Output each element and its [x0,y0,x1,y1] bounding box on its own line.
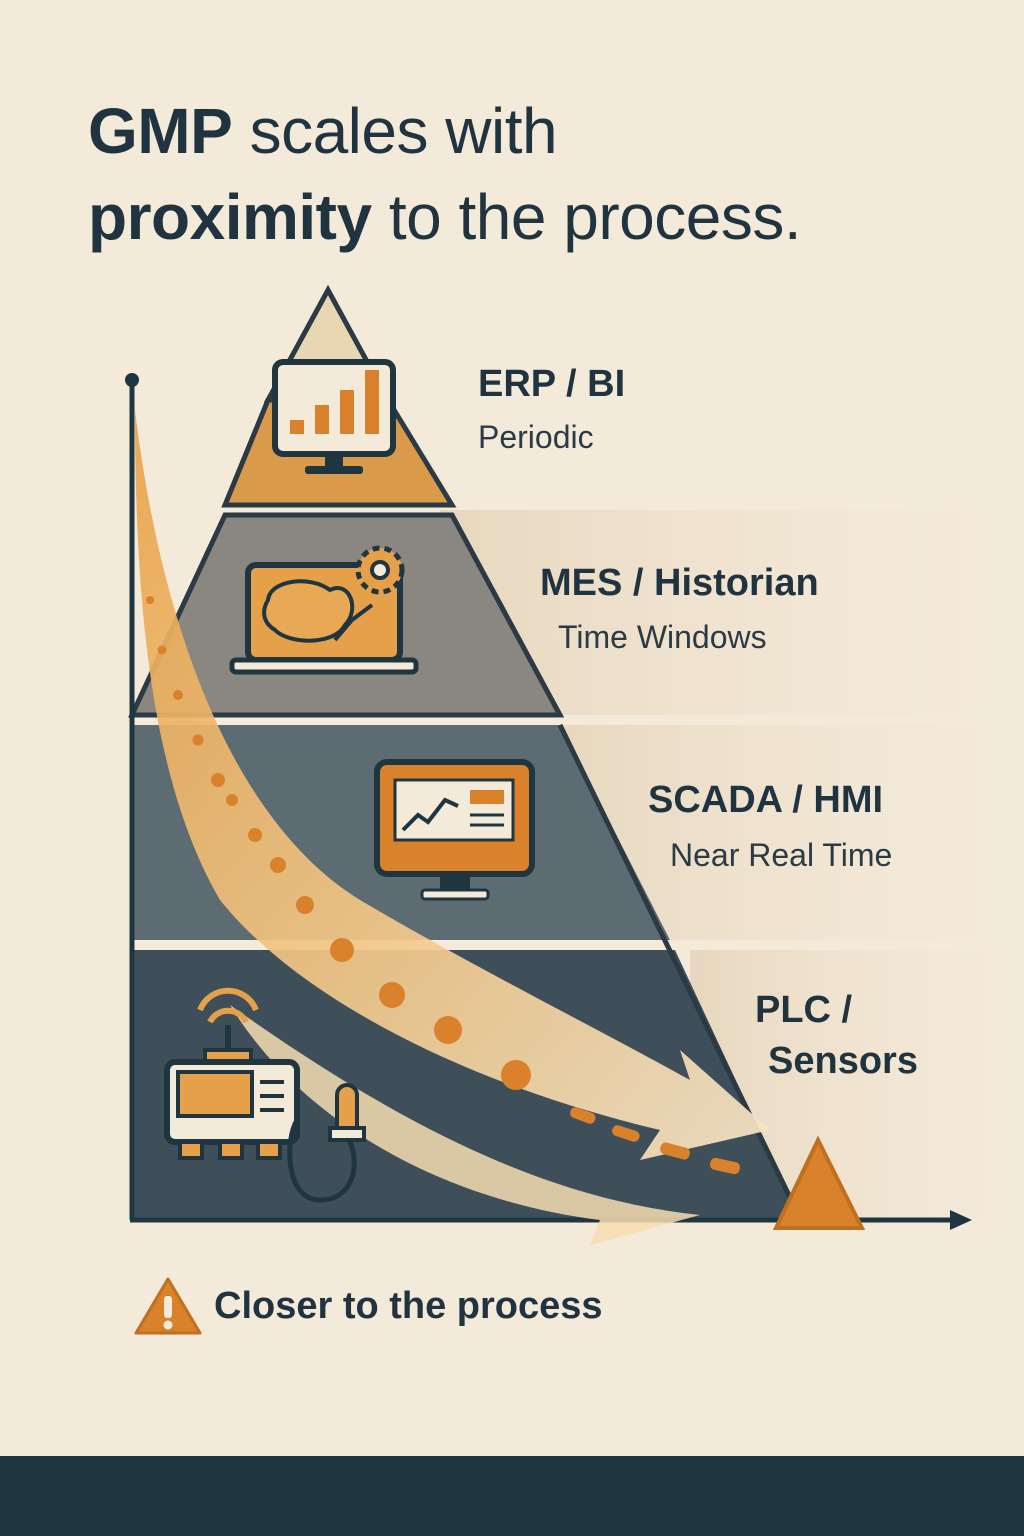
level-erp-name: ERP / BI [478,363,625,405]
title-text-1: scales with [232,95,558,167]
monitor-trend-icon [374,759,535,901]
level-scada-name: SCADA / HMI [648,779,883,821]
axis-arrowhead [950,1210,972,1230]
tier-plc [132,950,800,1218]
level-mes-sub: Time Windows [558,619,767,655]
warning-icon [134,1277,202,1335]
footer-bar [0,1456,1024,1536]
level-labels: ERP / BI Periodic MES / Historian Time W… [478,363,918,1082]
level-scada-sub: Near Real Time [670,837,892,873]
monitor-bar-chart-icon [272,359,396,474]
level-mes-name: MES / Historian [540,562,819,604]
callout-text: Closer to the process [214,1284,603,1327]
level-erp-sub: Periodic [478,419,594,455]
title-bold-2: proximity [88,181,372,253]
axis-top-dot [125,373,139,387]
level-plc-name-1: PLC / [755,989,853,1031]
page-title: GMP scales with proximity to the process… [88,88,802,260]
title-bold-1: GMP [88,95,233,167]
level-plc-name-2: Sensors [768,1040,918,1082]
dotted-path [146,596,740,1175]
laptop-gear-icon [229,545,419,675]
callout: Closer to the process [134,1276,603,1336]
pyramid-diagram: ERP / BI Periodic MES / Historian Time W… [125,284,1024,1245]
target-triangle [772,1135,866,1230]
plc-sensor-icon [164,987,366,1203]
title-text-2: to the process. [371,181,802,253]
proximity-arrow [135,410,770,1245]
